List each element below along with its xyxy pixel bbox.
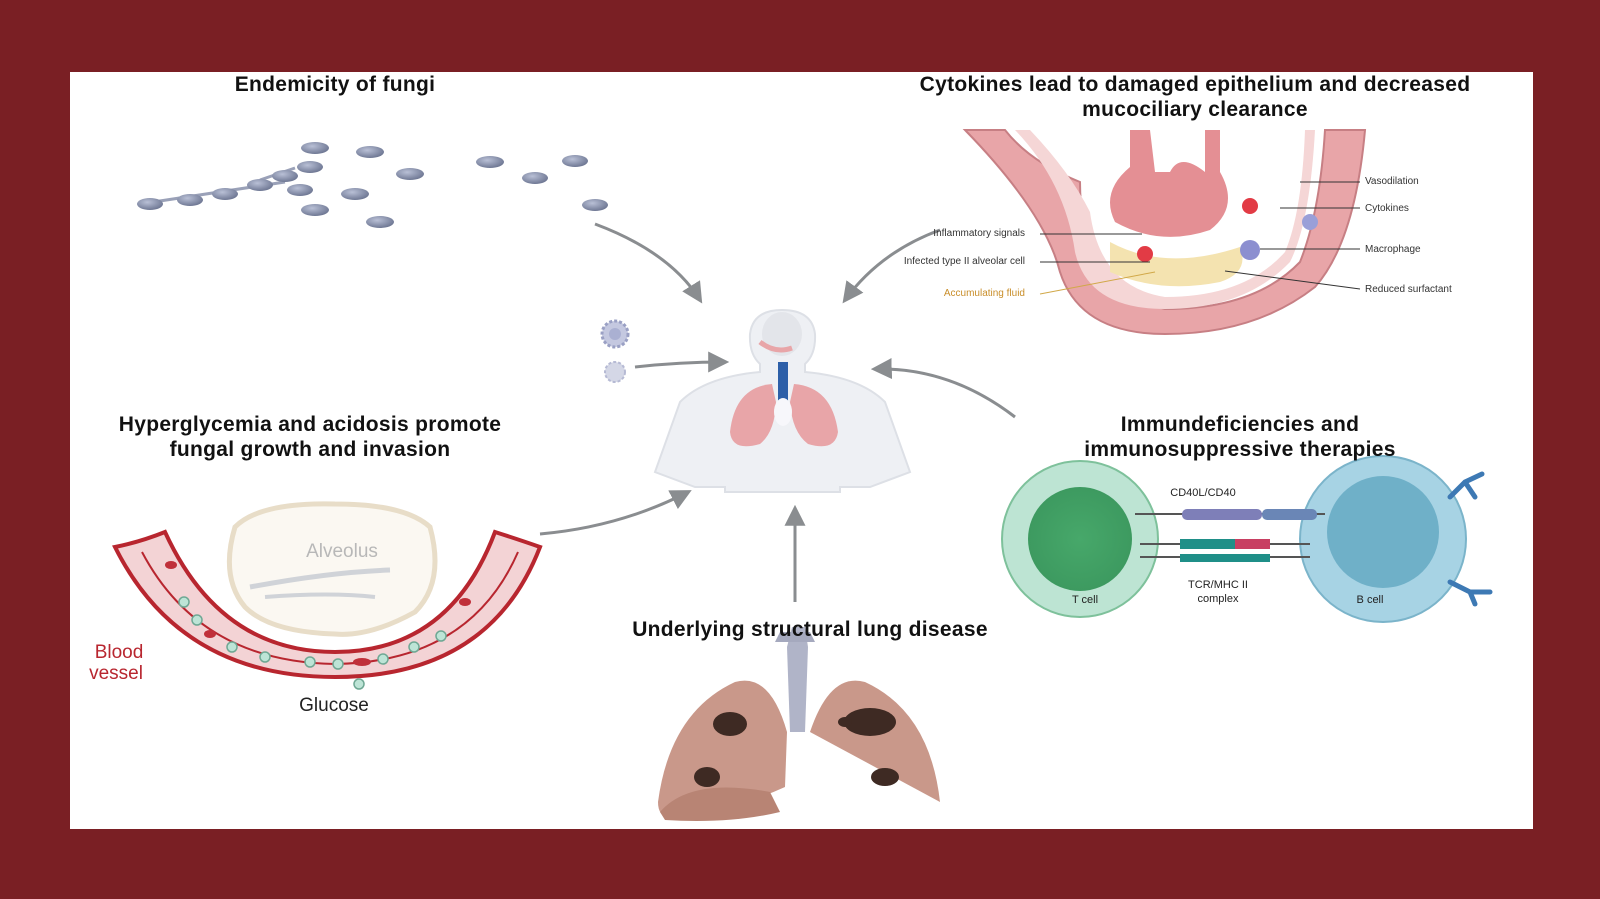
label-glucose: Glucose (299, 695, 369, 716)
heading-immunodeficiency: Immundeficiencies and immunosuppressive … (1084, 413, 1396, 461)
label-tcr-line2: complex (1198, 593, 1239, 605)
label-t-cell: T cell (1072, 594, 1098, 606)
diseased-lungs-icon (658, 627, 940, 821)
figure-panel: Inflammatory signals Infected type II al… (70, 72, 1533, 829)
heading-hyperglycemia: Hyperglycemia and acidosis promote funga… (118, 413, 502, 461)
label-cd40: CD40L/CD40 (1170, 487, 1235, 499)
virus-icon (600, 319, 630, 383)
arrows (539, 222, 1016, 602)
label-inflammatory-signals: Inflammatory signals (933, 228, 1025, 239)
label-blood-vessel-line2: vessel (89, 663, 143, 684)
label-accumulating-fluid: Accumulating fluid (944, 288, 1025, 299)
label-macrophage: Macrophage (1365, 244, 1421, 255)
heading-structural-lung-disease: Underlying structural lung disease (632, 618, 988, 641)
label-b-cell: B cell (1357, 594, 1384, 606)
label-infected-cell: Infected type II alveolar cell (904, 256, 1025, 267)
label-reduced-surfactant: Reduced surfactant (1365, 284, 1452, 295)
heading-cytokines: Cytokines lead to damaged epithelium and… (919, 73, 1471, 121)
alveolus-inflammation-diagram: Inflammatory signals Infected type II al… (904, 129, 1452, 336)
heading-endemicity-fungi: Endemicity of fungi (234, 73, 436, 96)
fungi-spores (137, 142, 608, 228)
label-cytokines: Cytokines (1365, 203, 1409, 214)
immune-cells-diagram: CD40L/CD40 TCR/MHC II complex T cell B c… (1001, 455, 1493, 623)
label-vasodilation: Vasodilation (1365, 176, 1419, 187)
figure-art: Inflammatory signals Infected type II al… (89, 129, 1493, 821)
human-torso-icon (653, 308, 912, 493)
label-blood-vessel-line1: Blood (95, 642, 144, 663)
label-alveolus: Alveolus (306, 541, 378, 562)
label-tcr-line1: TCR/MHC II (1188, 579, 1248, 591)
